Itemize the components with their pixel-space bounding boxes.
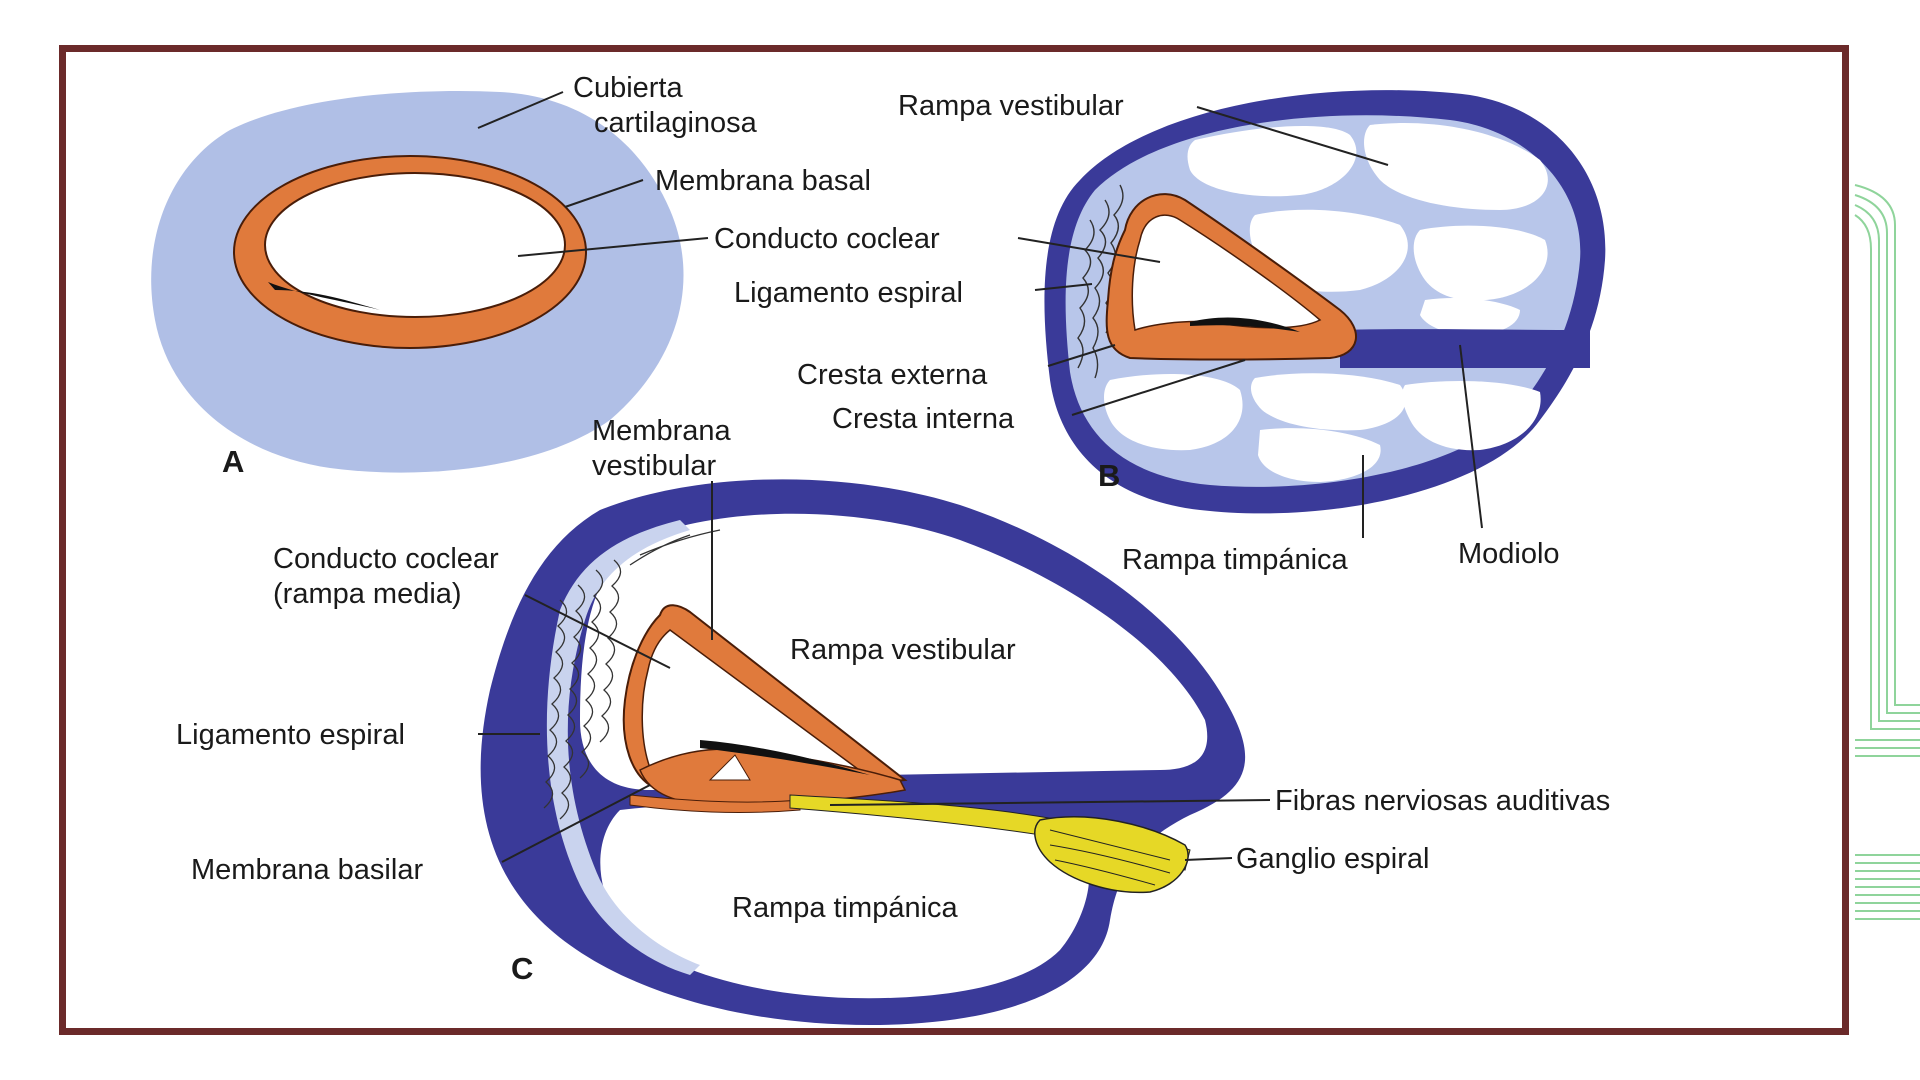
label-ligamento-espiral-c: Ligamento espiral [176,719,405,751]
label-rampa-timpanica-c: Rampa timpánica [732,892,959,924]
label-membrana-vestibular-2: vestibular [592,450,716,482]
panel-a: Cubierta cartilaginosa Membrana basal Co… [151,72,940,479]
label-rampa-vestibular-c: Rampa vestibular [790,634,1016,666]
label-ligamento-espiral-b: Ligamento espiral [734,277,963,309]
panel-letter-b: B [1098,458,1120,493]
auditory-nerve-fibers [789,794,1191,871]
scala-tympani-c [600,804,1090,999]
label-conducto-coclear-a: Conducto coclear [714,223,940,255]
dark-membrane [268,282,380,310]
label-membrana-vestibular-1: Membrana [592,415,731,447]
scala-vestibuli-spaces [1187,123,1548,335]
cochlear-duct-lumen [264,172,566,318]
label-conducto-coclear-c-2: (rampa media) [273,578,462,610]
label-cresta-externa: Cresta externa [797,359,988,391]
label-conducto-coclear-c-1: Conducto coclear [273,543,499,575]
spiral-ligament-c [543,529,721,820]
label-cresta-interna: Cresta interna [832,403,1015,435]
modiolus [1340,329,1590,368]
label-rampa-timpanica-b: Rampa timpánica [1122,544,1349,576]
scala-tympani-spaces [1104,373,1541,482]
label-modiolo: Modiolo [1458,538,1560,570]
panel-c: Membrana vestibular Conducto coclear (ra… [176,415,1610,1025]
label-membrana-basilar: Membrana basilar [191,854,423,886]
label-membrana-basal: Membrana basal [655,165,871,197]
cochlear-duct-b-lumen [1131,214,1322,331]
panel-letter-a: A [222,444,244,479]
label-cubierta-1: Cubierta [573,72,683,104]
label-fibras-nerviosas: Fibras nerviosas auditivas [1275,785,1610,817]
panel-b: Rampa vestibular Ligamento espiral Crest… [734,90,1606,576]
panel-letter-c: C [511,951,533,986]
label-cubierta-2: cartilaginosa [594,107,758,139]
label-ganglio-espiral: Ganglio espiral [1236,843,1429,875]
label-rampa-vestibular-b: Rampa vestibular [898,90,1124,122]
